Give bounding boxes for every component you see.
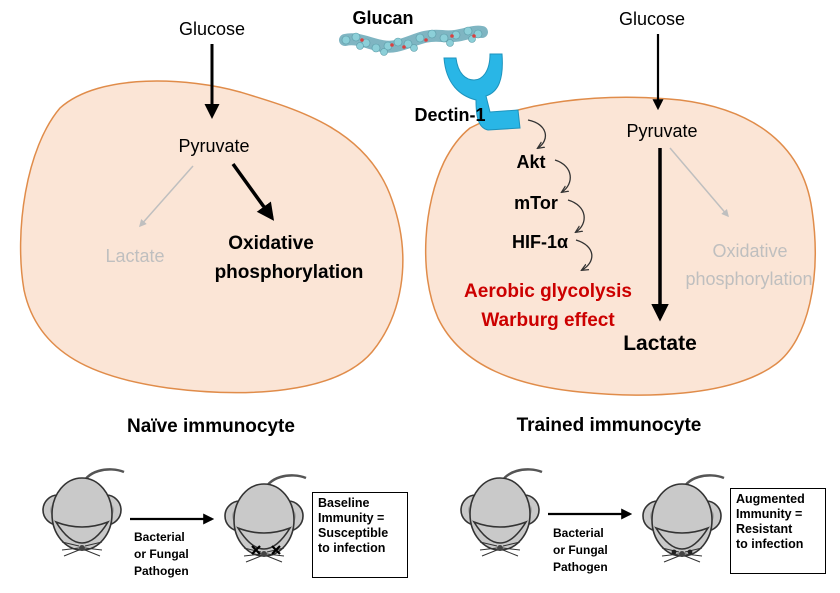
naive-caption: Naïve immunocyte [127,416,295,437]
dead-mouse-eyes-icon [251,545,281,555]
augmented-line2: Immunity = [736,507,803,521]
warburg-effect-label: Warburg effect [481,310,615,331]
left-oxphos-line2: phosphorylation [215,262,364,283]
right-pyruvate-oxphos-arrow [669,147,729,218]
left-oxphos-line1: Oxidative [228,233,314,254]
healthy-mouse-eyes-icon [671,549,693,555]
hif-effect-arrow [575,239,593,270]
left-pathogen-line1: Bacterial [134,530,185,544]
right-pathogen-line2: or Fungal [553,543,608,557]
aerobic-glycolysis-label: Aerobic glycolysis [464,281,632,302]
left-pyruvate-oxphos-arrow [231,162,275,221]
akt-mtor-arrow [554,159,571,192]
baseline-immunity-box: Baseline Immunity = Susceptible to infec… [312,492,408,578]
hif-1a-label: HIF-1α [512,232,568,252]
left-pyruvate-label: Pyruvate [178,136,249,156]
left-pathogen-line3: Pathogen [134,564,189,578]
dectin-akt-arrow [527,119,547,148]
dectin-1-label: Dectin-1 [414,105,485,125]
right-oxphos-line1: Oxidative [712,241,787,261]
left-pathogen-line2: or Fungal [134,547,189,561]
naive-cell-membrane [19,80,404,394]
right-pyruvate-label: Pyruvate [626,121,697,141]
right-oxphos-line2: phosphorylation [685,269,812,289]
trained-cell-membrane [424,96,816,396]
left-glucose-label: Glucose [179,19,245,39]
naive-mouse-before-icon [41,468,126,558]
trained-mouse-before-icon [459,468,544,558]
dectin-1-receptor-icon [443,53,521,131]
baseline-line4: to infection [318,541,386,555]
augmented-line3: Resistant [736,522,793,536]
akt-label: Akt [516,152,545,172]
baseline-line2: Immunity = [318,511,385,525]
augmented-line1: Augmented [736,492,805,506]
right-pathogen-line1: Bacterial [553,526,604,540]
naive-mouse-after-icon [223,474,308,564]
baseline-line1: Baseline [318,496,370,510]
right-lactate-label: Lactate [623,332,697,355]
left-pyruvate-lactate-arrow [139,165,194,228]
baseline-line3: Susceptible [318,526,389,540]
trained-caption: Trained immunocyte [517,415,702,436]
trained-mouse-after-icon [641,474,726,564]
augmented-immunity-box: Augmented Immunity = Resistant to infect… [730,488,826,574]
mtor-hif-arrow [567,199,585,232]
left-lactate-label: Lactate [105,246,164,266]
mtor-label: mTor [514,193,558,213]
right-pathogen-line3: Pathogen [553,560,608,574]
glucan-molecule-icon [339,25,488,56]
right-glucose-label: Glucose [619,9,685,29]
augmented-line4: to infection [736,537,804,551]
glucan-label: Glucan [352,8,413,28]
